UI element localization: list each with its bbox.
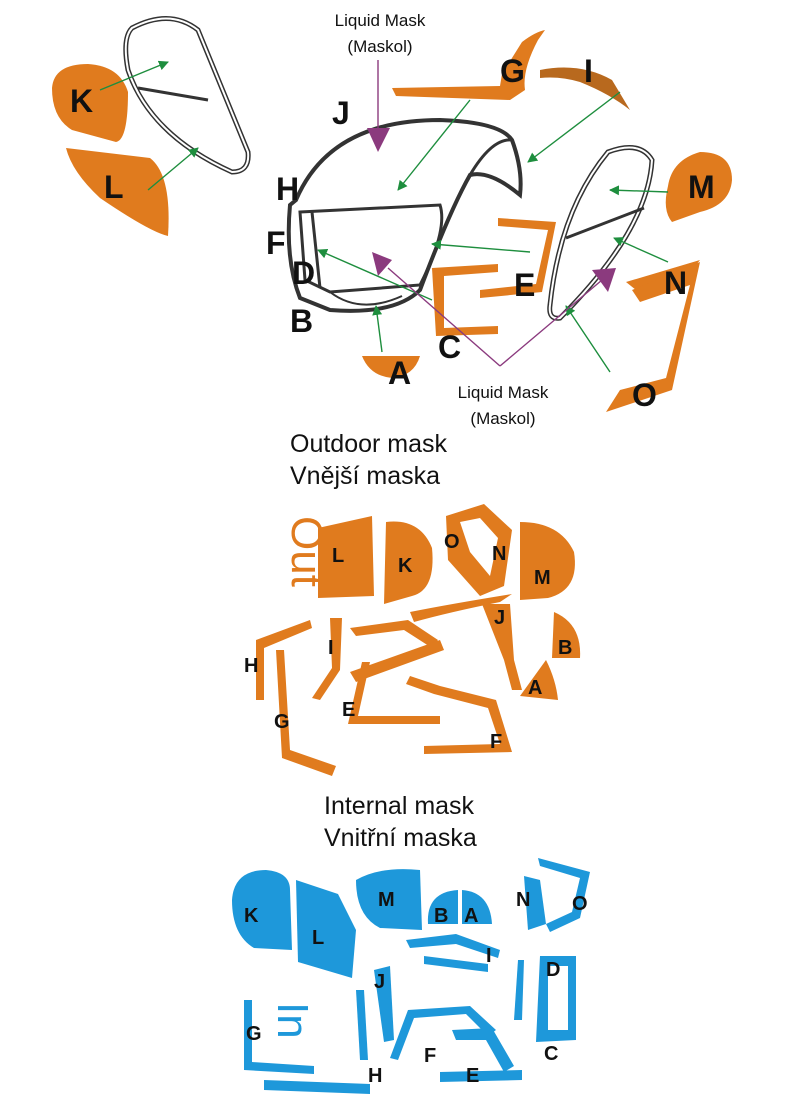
internal-label-k: K xyxy=(244,905,259,927)
piece-a xyxy=(362,356,420,378)
label-g: G xyxy=(500,53,525,89)
internal-label-j: J xyxy=(374,971,385,993)
piece-e xyxy=(480,218,556,298)
outdoor-heading: Outdoor mask xyxy=(290,430,448,458)
piece-i xyxy=(540,67,630,110)
piece-g xyxy=(392,30,545,100)
label-c: C xyxy=(438,329,461,365)
label-d: D xyxy=(292,255,315,291)
liquid-mask-note-bottom: Liquid Mask xyxy=(458,383,549,402)
internal-mask-section: Internal mask Vnitřní maska In K L xyxy=(232,792,590,1094)
internal-label-f: F xyxy=(424,1045,436,1067)
label-f: F xyxy=(266,225,286,261)
canopy-left-panel xyxy=(123,16,251,175)
label-a: A xyxy=(388,355,411,391)
outdoor-label-g: G xyxy=(274,711,290,733)
internal-label-g: G xyxy=(246,1023,262,1045)
canopy-right-panel xyxy=(547,145,655,321)
outdoor-label-i: I xyxy=(328,637,334,659)
outdoor-label-b: B xyxy=(558,637,572,659)
internal-label-o: O xyxy=(572,893,588,915)
internal-pieces xyxy=(232,858,590,1094)
outdoor-label-m: M xyxy=(534,567,551,589)
internal-label-e: E xyxy=(466,1065,479,1087)
internal-label-i: I xyxy=(486,945,492,967)
internal-label-l: L xyxy=(312,927,324,949)
canopy-main-body xyxy=(286,117,523,313)
piece-n xyxy=(626,260,700,290)
internal-label-m: M xyxy=(378,889,395,911)
label-j: J xyxy=(332,95,350,131)
top-mask-pieces xyxy=(52,30,732,412)
label-l: L xyxy=(104,169,124,205)
label-b: B xyxy=(290,303,313,339)
label-o: O xyxy=(632,377,657,413)
piece-m xyxy=(665,152,732,222)
internal-side-word: In xyxy=(268,1002,317,1039)
outdoor-label-h: H xyxy=(244,655,258,677)
outdoor-label-l: L xyxy=(332,545,344,567)
top-part-labels: K L J H F D B A C E G I M N O xyxy=(70,53,715,413)
outdoor-label-f: F xyxy=(490,731,502,753)
outdoor-heading-cz: Vnější maska xyxy=(290,462,440,490)
internal-label-n: N xyxy=(516,889,530,911)
outdoor-label-e: E xyxy=(342,699,355,721)
liquid-mask-note-top: Liquid Mask xyxy=(335,11,426,30)
liquid-mask-note-top-sub: (Maskol) xyxy=(347,37,412,56)
label-m: M xyxy=(688,169,715,205)
outdoor-label-a: A xyxy=(528,677,542,699)
outdoor-labels: L K O N M J B A I H E G F xyxy=(244,531,572,753)
label-i: I xyxy=(584,53,593,89)
piece-l xyxy=(66,148,169,236)
label-n: N xyxy=(664,265,687,301)
piece-k xyxy=(52,64,128,142)
canopy-diagram: Liquid Mask (Maskol) Liquid Mask (Maskol… xyxy=(52,11,732,428)
outdoor-mask-section: Outdoor mask Vnější maska Out L K O N M xyxy=(244,430,581,776)
label-e: E xyxy=(514,267,535,303)
outdoor-pieces xyxy=(256,504,581,776)
internal-label-b: B xyxy=(434,905,448,927)
outdoor-label-n: N xyxy=(492,543,506,565)
internal-labels: K L M B A N O I D J G F C H E xyxy=(244,889,588,1087)
outdoor-label-o: O xyxy=(444,531,460,553)
piece-o xyxy=(606,262,700,412)
internal-label-d: D xyxy=(546,959,560,981)
internal-label-c: C xyxy=(544,1043,558,1065)
internal-label-h: H xyxy=(368,1065,382,1087)
internal-heading-cz: Vnitřní maska xyxy=(324,824,477,852)
internal-label-a: A xyxy=(464,905,478,927)
outdoor-label-j: J xyxy=(494,607,505,629)
piece-c xyxy=(432,264,498,336)
purple-arrows xyxy=(367,60,616,367)
outdoor-label-k: K xyxy=(398,555,413,577)
liquid-mask-note-bottom-sub: (Maskol) xyxy=(470,409,535,428)
internal-heading: Internal mask xyxy=(324,792,475,820)
label-k: K xyxy=(70,83,93,119)
green-arrows xyxy=(99,60,669,373)
label-h: H xyxy=(276,171,299,207)
